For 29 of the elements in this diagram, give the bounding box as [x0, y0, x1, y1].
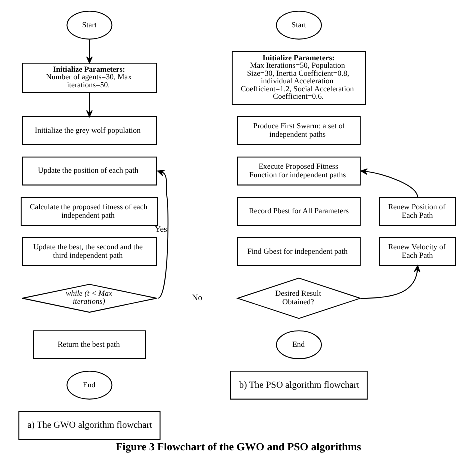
arrow	[360, 265, 420, 299]
node-ellipse: Start	[66, 10, 112, 40]
arrow	[360, 168, 418, 198]
node-box: Calculate the proposed fitness of each independent path	[20, 197, 158, 226]
caption: Figure 3 Flowchart of the GWO and PSO algorithms	[116, 442, 361, 454]
arrow	[157, 170, 168, 299]
arrow	[86, 92, 92, 118]
node-diamond: while (t < Max iterations)	[22, 284, 157, 313]
node-box: Find Gbest for independent path	[236, 238, 360, 266]
node-box: Initialize Parameters: Max Iterations=50, Population Size=30, Inertia Coefficient=0.8, individual Acceleration Coefficient=1.2, Social Acceleration Coefficient=0.6.	[232, 51, 366, 106]
node-box: b) The PSO algorithm flowchart	[230, 370, 368, 400]
node-box: Initialize the grey wolf population	[22, 116, 157, 146]
node-box: Return the best path	[32, 330, 146, 360]
node-box: Produce First Swarm: a set of independent paths	[236, 116, 360, 146]
node-box: Update the best, the second and the third independent path	[22, 238, 157, 266]
node-box: Execute Proposed Fitness Function for independent paths	[236, 156, 360, 186]
node-box: a) The GWO algorithm flowchart	[18, 411, 160, 440]
node-box: Renew Velocity of Each Path	[378, 238, 456, 266]
edge-label: Yes	[154, 224, 167, 234]
node-ellipse: End	[66, 370, 112, 400]
node-box: Update the position of each path	[22, 156, 157, 186]
node-box: Renew Position of Each Path	[378, 197, 456, 226]
label: No	[192, 292, 202, 303]
arrow	[86, 39, 92, 64]
node-ellipse: Start	[276, 10, 322, 40]
node-box: Record Pbest for All Parameters	[236, 197, 360, 226]
node-box: Initialize Parameters: Number of agents=30, Max iterations=50.	[22, 62, 157, 94]
node-ellipse: End	[276, 330, 322, 360]
node-diamond: Desired Result Obtained?	[236, 278, 362, 320]
